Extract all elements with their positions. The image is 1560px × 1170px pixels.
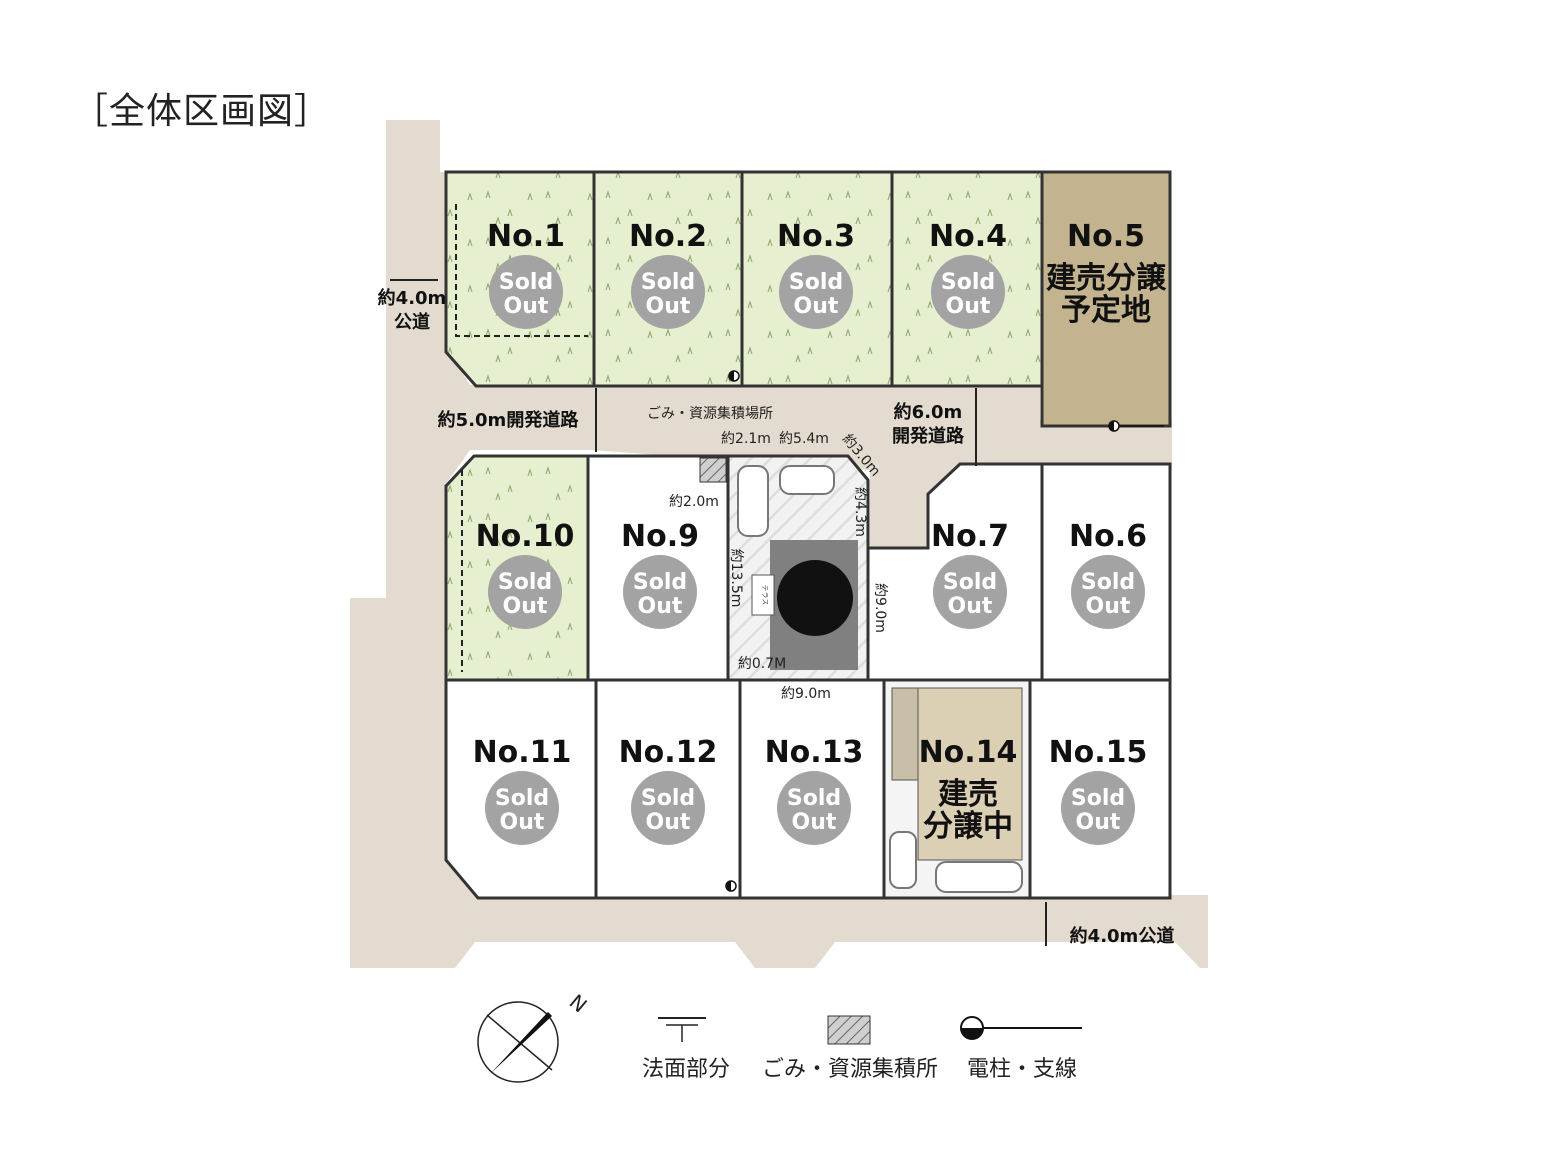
utility-poles <box>725 370 1164 892</box>
lot-10-number: No.10 <box>476 519 575 554</box>
dim-0-7: 約0.7M <box>738 656 786 672</box>
lot-3-sold-badge <box>779 255 853 329</box>
slope-line-lot-1 <box>455 204 588 337</box>
lot-12-sold-badge <box>631 771 705 845</box>
dim-13-5: 約13.5m <box>728 549 744 608</box>
lot-2-number: No.2 <box>629 219 707 254</box>
pole-legend-icon <box>960 1016 1082 1040</box>
pole-icon <box>1108 420 1164 432</box>
lot-7-sold-badge <box>933 555 1007 629</box>
lot-12-number: No.12 <box>619 735 718 770</box>
lot-4-number: No.4 <box>929 219 1007 254</box>
legend-pole-label: 電柱・支線 <box>967 1057 1077 1082</box>
lot-8-terrace <box>751 574 775 616</box>
slope-legend-icon <box>658 1017 706 1042</box>
dev-road-5m-label: 約5.0m開発道路 <box>438 409 580 431</box>
lot-13-number: No.13 <box>765 735 864 770</box>
lot-4-parcel <box>890 170 1044 388</box>
dim-2-0: 約2.0m <box>669 494 719 510</box>
lot-1-sold-badge <box>489 255 563 329</box>
lot-7-number: No.7 <box>931 519 1009 554</box>
car-icon <box>779 465 835 495</box>
lot-14-number: No.14 <box>919 735 1018 770</box>
lot-9-number: No.9 <box>621 519 699 554</box>
lot-13-sold-badge <box>777 771 851 845</box>
lot-8-badge <box>777 560 853 636</box>
lot-11-number: No.11 <box>473 735 572 770</box>
south-public-road-label: 約4.0m公道 <box>1070 925 1175 947</box>
north-label: N <box>565 989 592 1017</box>
legend: N 法面部分 ごみ・資源集積所 電柱・支線 <box>477 989 1082 1083</box>
pole-icon <box>725 880 737 892</box>
lot-2-sold-badge <box>631 255 705 329</box>
cars <box>737 465 1023 893</box>
car-icon <box>935 861 1023 893</box>
lot-14-annex <box>891 687 919 781</box>
legend-garbage-label: ごみ・資源集積所 <box>762 1057 938 1082</box>
lot-14-status: 建売分譲中 <box>923 777 1013 844</box>
car-icon <box>737 465 769 537</box>
lot-5-number: No.5 <box>1067 219 1145 254</box>
lot-10-sold-badge <box>488 555 562 629</box>
lot-6-sold-badge <box>1071 555 1145 629</box>
lot-6-number: No.6 <box>1069 519 1147 554</box>
lot-5-parcel <box>1040 170 1172 428</box>
roads <box>350 120 1208 968</box>
lot-5-status: 建売分譲予定地 <box>1046 261 1167 328</box>
lot-15-number: No.15 <box>1049 735 1148 770</box>
lot-15-sold-badge <box>1061 771 1135 845</box>
terrace-label: テラス <box>761 585 769 606</box>
lot-9-sold-badge <box>623 555 697 629</box>
lot-4-sold-badge <box>931 255 1005 329</box>
lot-14-house <box>917 687 1023 861</box>
page-title: ［全体区画図］ <box>72 91 332 132</box>
dim-9-0-vertical: 約9.0m <box>872 583 888 633</box>
garbage-legend-icon <box>827 1015 871 1045</box>
lot-1-number: No.1 <box>487 219 565 254</box>
dim-5-4: 約5.4m <box>779 431 829 447</box>
pole-icon <box>728 370 740 382</box>
lot-3-number: No.3 <box>777 219 855 254</box>
lot-8-number: No.8 <box>776 581 854 616</box>
dim-9-0-horizontal: 約9.0m <box>781 686 831 702</box>
compass-icon: N <box>477 989 592 1083</box>
dim-2-1: 約2.1m <box>721 431 771 447</box>
car-icon <box>889 831 917 889</box>
legend-slope-label: 法面部分 <box>642 1057 730 1082</box>
dim-4-3: 約4.3m <box>852 487 868 537</box>
garbage-area <box>699 457 727 483</box>
garbage-area-label: ごみ・資源集積場所 <box>647 405 773 422</box>
lot-11-sold-badge <box>485 771 559 845</box>
